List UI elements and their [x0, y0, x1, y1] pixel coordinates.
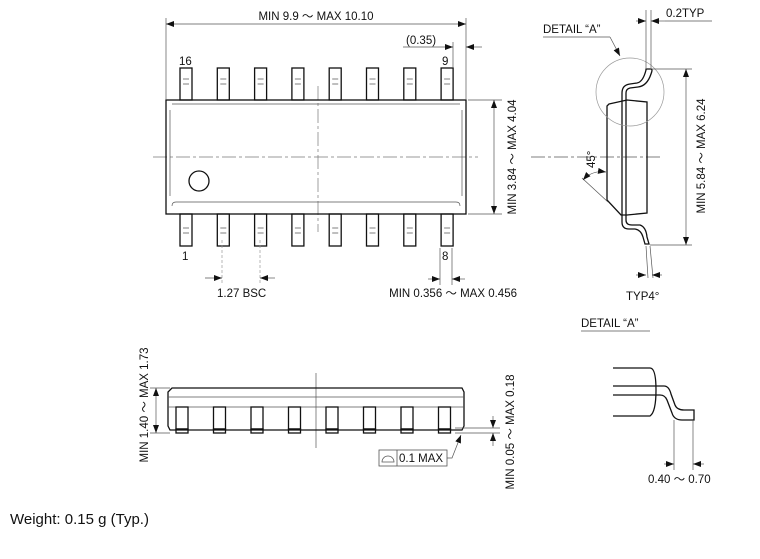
pin-front: [287, 406, 302, 430]
pin1-marker: [188, 170, 210, 192]
pin-bottom: [291, 213, 305, 247]
standoff-dimension: MIN 0.05 ～ MAX 0.18: [505, 374, 517, 489]
detail-a-view: DETAIL “A” 0.40 ～ 0.70: [581, 318, 711, 486]
lead-thickness-dimension: 0.2TYP: [666, 8, 705, 20]
length-dimension: MIN 9.9 ～ MAX 10.10: [258, 11, 373, 23]
detail-a-circle: [595, 57, 665, 127]
pin-label-9: 9: [442, 56, 448, 68]
front-view: MIN 1.40 ～ MAX 1.73 MIN 0.05 ～ MAX 0.18 …: [139, 347, 517, 489]
pin-bottom: [403, 213, 417, 247]
profile-of-surface-icon: [381, 455, 395, 463]
pin-front: [437, 406, 452, 430]
weight-text: Weight: 0.15 g (Typ.): [10, 511, 149, 528]
pin-bottom: [216, 213, 230, 247]
detail-a-callout: DETAIL “A”: [543, 24, 601, 36]
lead-angle: TYP4°: [626, 291, 659, 303]
pin-front: [362, 406, 377, 430]
pin-bottom: [328, 213, 342, 247]
chamfer-angle: 45°: [586, 151, 598, 168]
lead-span-dimension: MIN 5.84 ～ MAX 6.24: [696, 98, 708, 214]
pin-front: [325, 406, 339, 430]
side-view: DETAIL “A” 0.2TYP MIN 5.84 ～ MAX 6.24 45…: [531, 8, 712, 303]
pin-label-1: 1: [182, 251, 188, 263]
lead-width-dimension: MIN 0.356 ～ MAX 0.456: [389, 288, 517, 300]
pin-front: [212, 406, 227, 430]
foot-length-dimension: 0.40 ～ 0.70: [648, 474, 711, 486]
pin-foot: [175, 428, 189, 434]
coplanarity-frame: 0.1 MAX: [378, 434, 462, 467]
pin-front: [175, 406, 189, 430]
pin-label-8: 8: [442, 251, 448, 263]
pitch-dimension: 1.27 BSC: [217, 288, 266, 300]
end-offset-dimension: (0.35): [406, 35, 436, 47]
pin-foot: [400, 428, 414, 434]
pin-front: [250, 406, 264, 430]
pin-front: [400, 406, 414, 430]
pin-bottom: [440, 213, 454, 247]
pin-foot: [362, 428, 377, 434]
pin-foot: [250, 428, 264, 434]
pin-foot: [437, 428, 452, 434]
pin-bottom: [365, 213, 380, 247]
pin-foot: [287, 428, 302, 434]
pin-bottom: [179, 213, 193, 247]
pin-foot: [325, 428, 339, 434]
detail-a-title: DETAIL “A”: [581, 318, 639, 330]
coplanarity-value: 0.1 MAX: [399, 453, 443, 465]
pin-foot: [212, 428, 227, 434]
pin-label-16: 16: [179, 56, 192, 68]
top-view: 16 9 1 8 MIN 9.9 ～ MAX 10.10 (0.35) MIN …: [153, 11, 519, 300]
height-dimension: MIN 1.40 ～ MAX 1.73: [139, 347, 151, 462]
pin-bottom: [253, 213, 268, 247]
body-width-dimension: MIN 3.84 ～ MAX 4.04: [507, 99, 519, 215]
